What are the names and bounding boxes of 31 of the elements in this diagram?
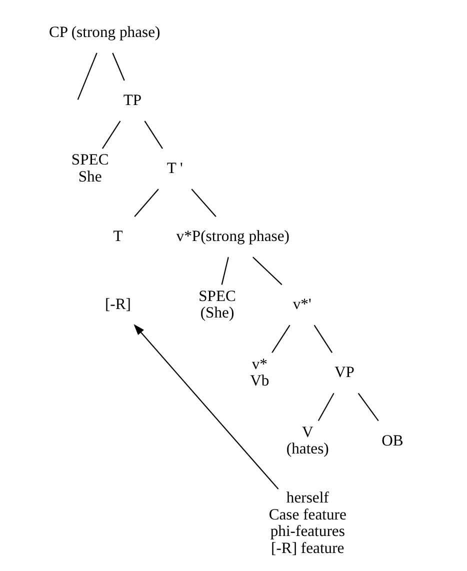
connector [190, 188, 216, 217]
node-text: [-R] [104, 296, 130, 314]
node-text: TP [122, 92, 142, 109]
connector [220, 257, 228, 285]
node-text: VP [334, 364, 354, 382]
connector [102, 120, 120, 149]
arrow [133, 324, 278, 490]
node-text: V [301, 424, 313, 441]
node-label: (She) [200, 304, 234, 322]
connector [271, 324, 290, 354]
node-label: (hates) [286, 440, 328, 458]
connector [313, 324, 332, 354]
node-text: v*P(strong phase) [176, 228, 289, 246]
node-text: v*' [292, 296, 311, 314]
connector [317, 392, 334, 422]
node-text: herself Case feature phi-features [-R] feature [268, 490, 346, 557]
node-text: CP (strong phase) [48, 24, 160, 41]
connector [357, 392, 378, 422]
connector [134, 188, 158, 217]
connector [144, 120, 162, 149]
connector [252, 256, 282, 286]
node-text: SPEC [198, 288, 236, 305]
node-label: Vb [250, 372, 269, 390]
node-text: T ' [166, 160, 182, 178]
connector [112, 52, 124, 81]
node-text: SPEC [70, 152, 108, 169]
node-text: T [112, 228, 122, 246]
node-label: She [78, 168, 102, 186]
node-text: OB [381, 432, 403, 450]
node-text: v* [251, 356, 267, 373]
connector [76, 52, 97, 100]
